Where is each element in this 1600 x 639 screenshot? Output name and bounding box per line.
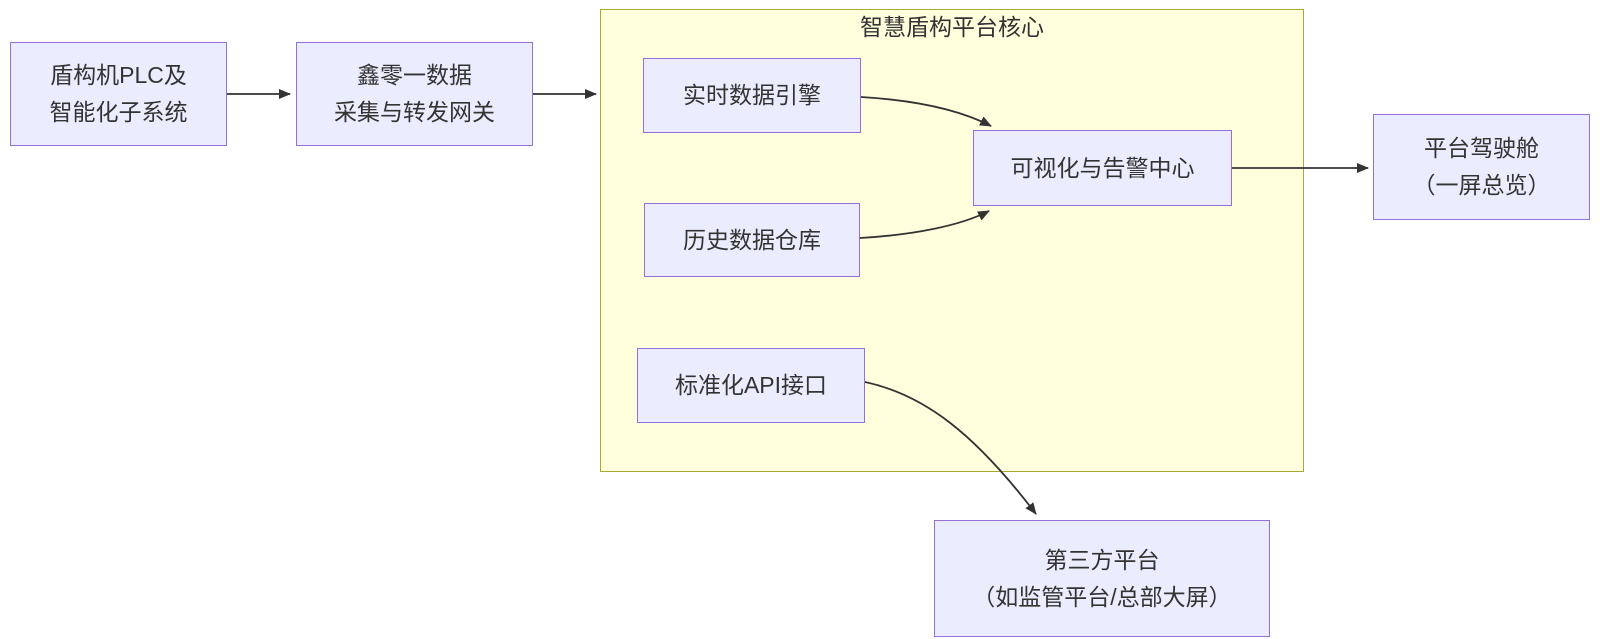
node-data-gateway: 鑫零一数据 采集与转发网关 (296, 42, 533, 146)
node-third-party-platform-label: 第三方平台 （如监管平台/总部大屏） (972, 546, 1232, 610)
edge-api-thirdparty (864, 381, 1037, 515)
node-api-interface: 标准化API接口 (637, 348, 865, 423)
edge-history-viz (859, 210, 990, 239)
edge-realtime-viz (860, 96, 992, 127)
node-history-warehouse-label: 历史数据仓库 (683, 226, 821, 253)
node-platform-cockpit-label: 平台驾驶舱 （一屏总览） (1412, 135, 1551, 198)
node-plc-system-label: 盾构机PLC及 智能化子系统 (49, 62, 188, 125)
node-realtime-engine-label: 实时数据引擎 (683, 82, 821, 109)
node-viz-alert-center: 可视化与告警中心 (973, 130, 1232, 206)
node-viz-alert-center-label: 可视化与告警中心 (1010, 154, 1195, 181)
node-realtime-engine: 实时数据引擎 (643, 58, 861, 133)
cluster-platform-core-title: 智慧盾构平台核心 (860, 14, 1044, 40)
node-history-warehouse: 历史数据仓库 (644, 203, 860, 277)
node-third-party-platform: 第三方平台 （如监管平台/总部大屏） (934, 520, 1270, 637)
node-plc-system: 盾构机PLC及 智能化子系统 (10, 42, 227, 146)
node-platform-cockpit: 平台驾驶舱 （一屏总览） (1373, 114, 1590, 220)
node-data-gateway-label: 鑫零一数据 采集与转发网关 (334, 62, 495, 125)
node-api-interface-label: 标准化API接口 (674, 372, 828, 399)
